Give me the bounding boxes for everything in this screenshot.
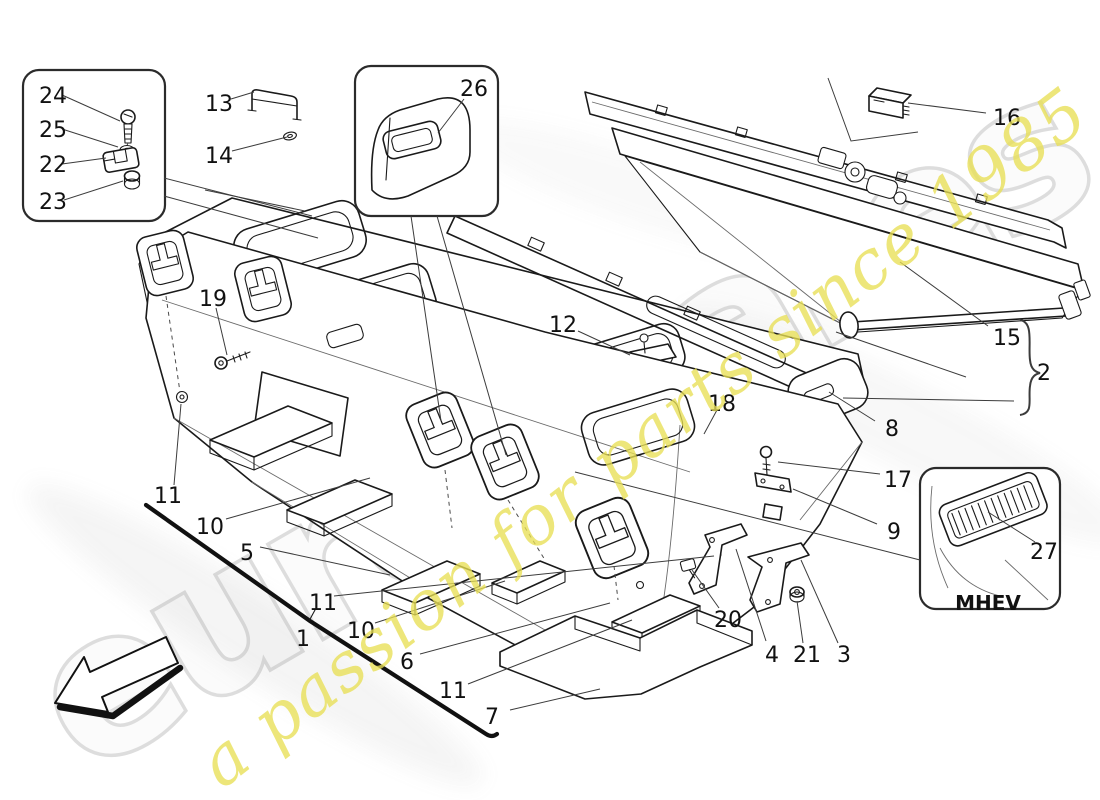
callout-2: 2 [1037,361,1051,386]
callout-4: 4 [765,643,779,668]
callout-6: 6 [400,650,414,675]
callout-22: 22 [39,153,67,178]
callout-27: 27 [1030,540,1058,565]
variant-label-mhev: MHEV [955,591,1021,615]
callout-5: 5 [240,541,254,566]
callout-23: 23 [39,190,67,215]
callout-21: 21 [793,643,821,668]
callout-9: 9 [887,520,901,545]
callout-24: 24 [39,84,67,109]
callout-labels: 24 25 22 23 13 14 26 16 15 2 12 19 18 8 … [39,77,1058,730]
callout-10-b: 10 [347,619,375,644]
hidden-lines [165,295,619,601]
vent-grille-part-27 [938,471,1048,547]
callout-26: 26 [460,77,488,102]
callout-19: 19 [199,287,227,312]
inset-box-fasteners [21,68,167,223]
handle-part-13 [247,89,302,141]
callout-3: 3 [837,643,851,668]
relay-part-16 [868,87,912,119]
inset-box-mhev: MHEV [918,466,1062,615]
callout-18: 18 [708,392,736,417]
shelf-outline-part-1 [143,502,500,739]
callout-11-b: 11 [309,591,337,616]
callout-14: 14 [205,144,233,169]
callout-20: 20 [714,608,742,633]
sunblind-assembly [584,87,1091,339]
callout-7: 7 [485,705,499,730]
callout-15: 15 [993,326,1021,351]
leader-lines [61,77,1041,711]
callout-11-c: 11 [439,679,467,704]
callout-16: 16 [993,106,1021,131]
callout-8: 8 [885,417,899,442]
foam-pads [209,405,753,700]
direction-arrow [54,636,184,720]
callout-25: 25 [39,118,67,143]
callout-1: 1 [296,627,310,652]
callout-12: 12 [549,313,577,338]
brackets-fasteners [214,351,810,613]
callout-11-a: 11 [154,484,182,509]
callout-17: 17 [884,468,912,493]
callout-13: 13 [205,92,233,117]
callout-10-a: 10 [196,515,224,540]
